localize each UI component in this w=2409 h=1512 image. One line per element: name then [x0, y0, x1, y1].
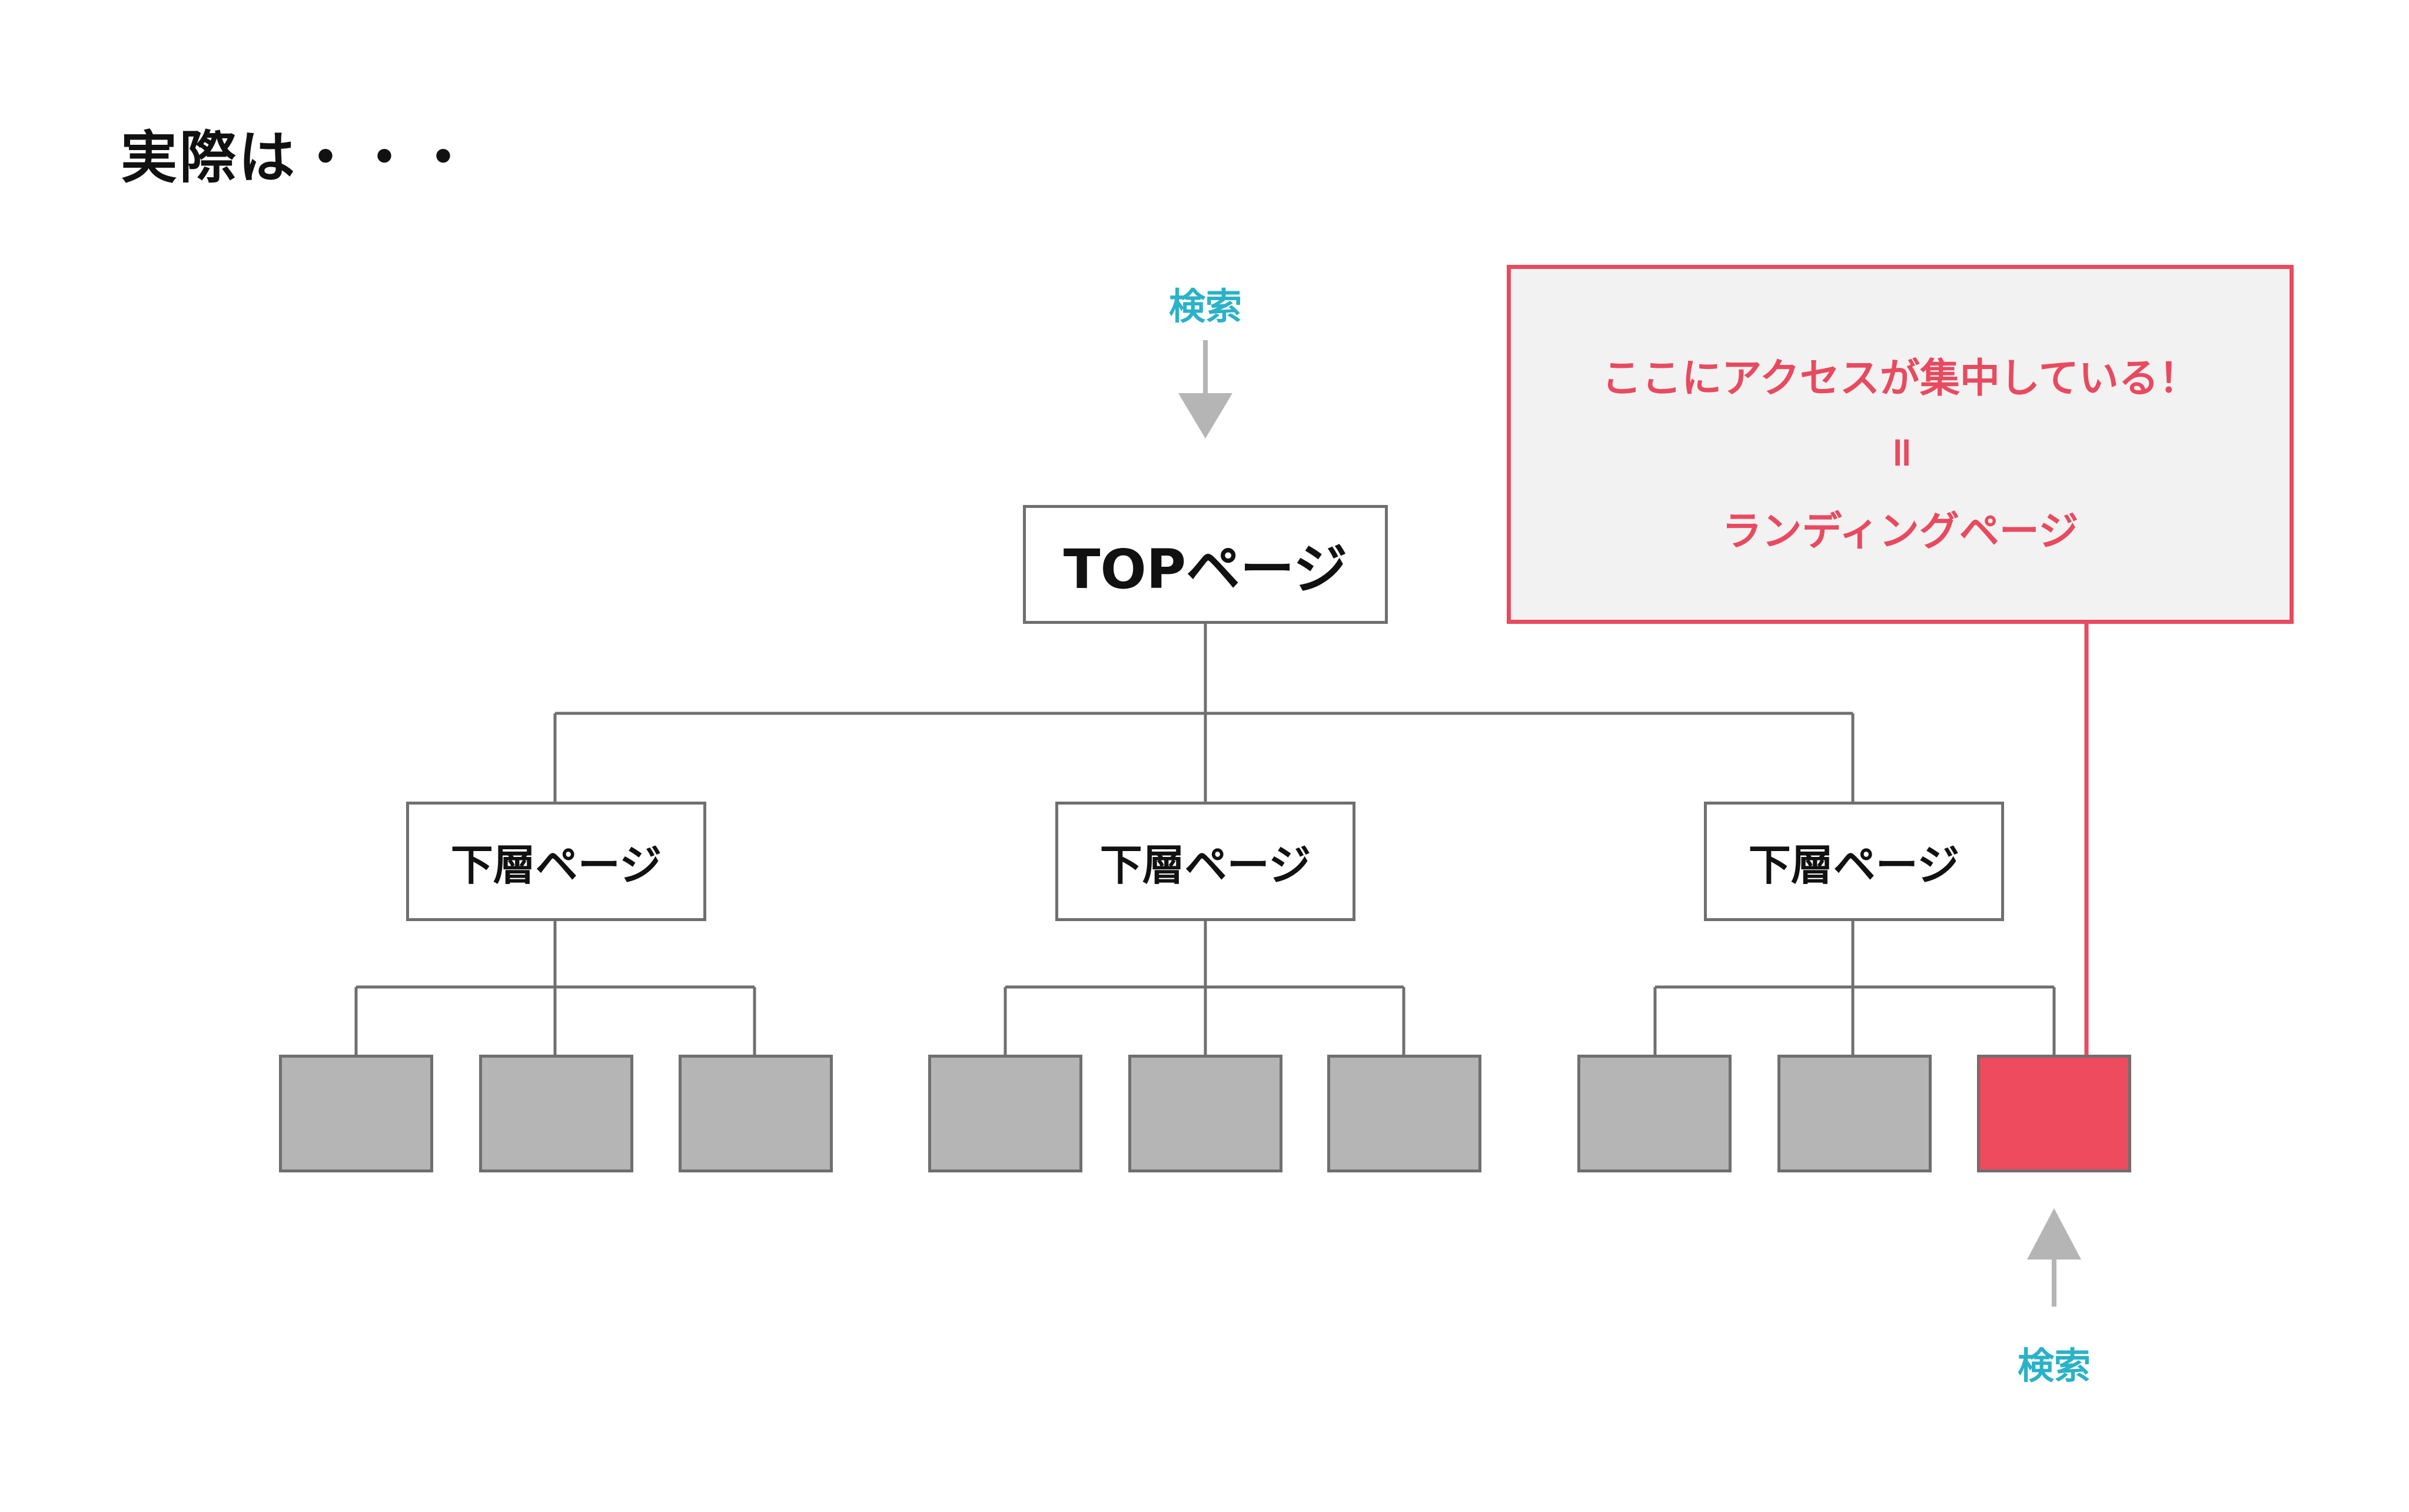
sub-page-node-3: 下層ページ: [1704, 802, 2004, 921]
search-top-arrow-head: [1178, 393, 1232, 438]
leaf-page-3: [679, 1055, 833, 1172]
leaf-page-6: [1327, 1055, 1481, 1172]
leaf-page-8: [1777, 1055, 1932, 1172]
callout-line-1: ここにアクセスが集中している！: [1601, 355, 2199, 402]
search-bottom-arrow-head: [2027, 1208, 2081, 1260]
leaf-page-2: [479, 1055, 633, 1172]
leaf-page-landing: [1977, 1055, 2131, 1172]
sub-page-label: 下層ページ: [1748, 840, 1960, 890]
sub-page-node-2: 下層ページ: [1055, 802, 1355, 921]
leaf-page-1: [279, 1055, 433, 1172]
landing-page-callout: ここにアクセスが集中している！ ॥ ランディングページ: [1507, 265, 2294, 624]
sub-page-label: 下層ページ: [1099, 840, 1311, 890]
search-label-bottom: 検索: [2017, 1344, 2091, 1387]
callout-equals: ॥: [1888, 428, 1912, 475]
page-heading: 実際は・・・: [121, 125, 474, 191]
search-label-top: 検索: [1168, 285, 1242, 328]
sub-page-label: 下層ページ: [450, 840, 662, 890]
sub-page-node-1: 下層ページ: [406, 802, 706, 921]
callout-line-3: ランディングページ: [1722, 509, 2079, 555]
top-page-node: TOPページ: [1023, 505, 1388, 624]
leaf-page-7: [1577, 1055, 1732, 1172]
top-page-label: TOPページ: [1063, 537, 1348, 601]
leaf-page-5: [1128, 1055, 1282, 1172]
leaf-page-4: [928, 1055, 1082, 1172]
